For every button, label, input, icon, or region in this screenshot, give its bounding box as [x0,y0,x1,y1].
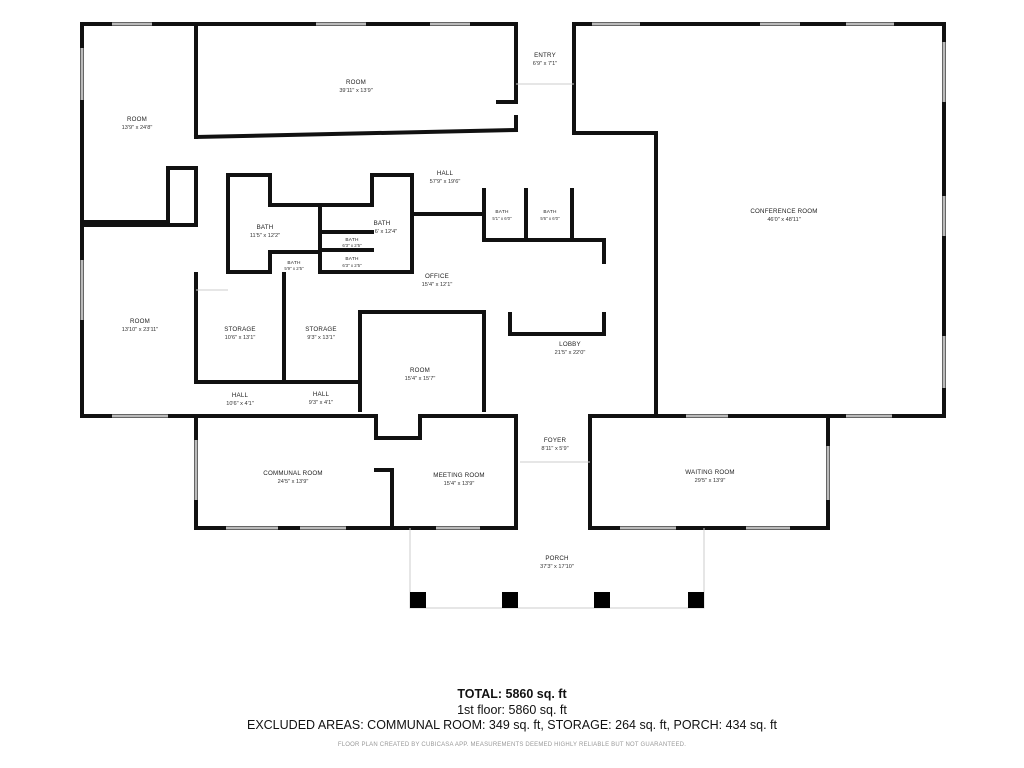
bath-g-name: BATH [543,209,557,215]
lobby-dim: 21'5" x 22'0" [555,350,586,356]
entry-name: ENTRY [534,52,556,59]
hall-main-name: HALL [437,170,454,177]
conference-dim: 46'0" x 48'11" [767,217,800,223]
bath-c-name: BATH [345,237,359,243]
office-dim: 15'4" x 12'1" [422,282,453,288]
hall-a-dim: 10'6" x 4'1" [226,401,254,407]
bath-f-dim: 5'1" x 6'0" [492,216,512,221]
excluded-areas: EXCLUDED AREAS: COMMUNAL ROOM: 349 sq. f… [246,718,778,732]
first-floor-area: 1st floor: 5860 sq. ft [457,703,567,717]
bath-d-dim: 6'3" x 2'5" [342,263,362,268]
windows [80,22,946,530]
hall-a-name: HALL [232,392,249,399]
waiting-dim: 29'5" x 13'9" [695,478,726,484]
communal-name: COMMUNAL ROOM [263,470,322,477]
foyer-dim: 8'11" x 5'9" [541,446,568,452]
room-top-name: ROOM [346,79,366,86]
thin-lines [196,83,705,609]
room-center-name: ROOM [410,367,430,374]
room-center-dim: 15'4" x 15'7" [405,376,436,382]
room-left-name: ROOM [130,318,150,325]
bath-g-dim: 5'6" x 6'0" [540,216,560,221]
room-left-dim: 13'10" x 23'11" [122,327,159,333]
storage-b-name: STORAGE [305,326,337,333]
hall-b-dim: 9'3" x 4'1" [309,400,333,406]
foyer-name: FOYER [544,437,567,444]
storage-b-dim: 9'3" x 13'1" [307,335,335,341]
bath-b-name: BATH [374,220,391,227]
room-top-dim: 39'11" x 13'9" [339,88,372,94]
room-top-left-dim: 13'9" x 24'8" [122,125,153,131]
lobby-name: LOBBY [559,341,581,348]
entry-dim: 6'9" x 7'1" [533,61,557,67]
room-labels: ROOM 13'9" x 24'8" ROOM 39'11" x 13'9" E… [122,52,818,570]
bath-e-name: BATH [287,260,301,266]
bath-a-dim: 11'5" x 12'2" [250,233,280,239]
storage-a-dim: 10'6" x 13'1" [225,335,256,341]
room-top-left-name: ROOM [127,116,147,123]
conference-name: CONFERENCE ROOM [750,208,817,215]
porch-name: PORCH [545,555,568,562]
credit-note: FLOOR PLAN CREATED BY CUBICASA APP. MEAS… [337,742,687,748]
bath-c-dim: 6'3" x 2'5" [342,243,362,248]
hall-b-name: HALL [313,391,330,398]
bath-b-dim: 6' x 12'4" [375,229,397,235]
bath-a-name: BATH [257,224,274,231]
hall-main-dim: 57'9" x 19'6" [430,179,461,185]
walls [80,22,946,530]
storage-a-name: STORAGE [224,326,256,333]
porch-posts [410,592,704,608]
total-area: TOTAL: 5860 sq. ft [457,687,567,701]
waiting-name: WAITING ROOM [685,469,735,476]
bath-d-name: BATH [345,256,359,262]
communal-dim: 24'5" x 13'9" [278,479,309,485]
meeting-name: MEETING ROOM [433,472,485,479]
meeting-dim: 15'4" x 13'9" [444,481,475,487]
bath-e-dim: 5'9" x 2'5" [284,266,304,271]
office-name: OFFICE [425,273,449,280]
porch-dim: 37'3" x 17'10" [540,564,574,570]
bath-f-name: BATH [495,209,509,215]
